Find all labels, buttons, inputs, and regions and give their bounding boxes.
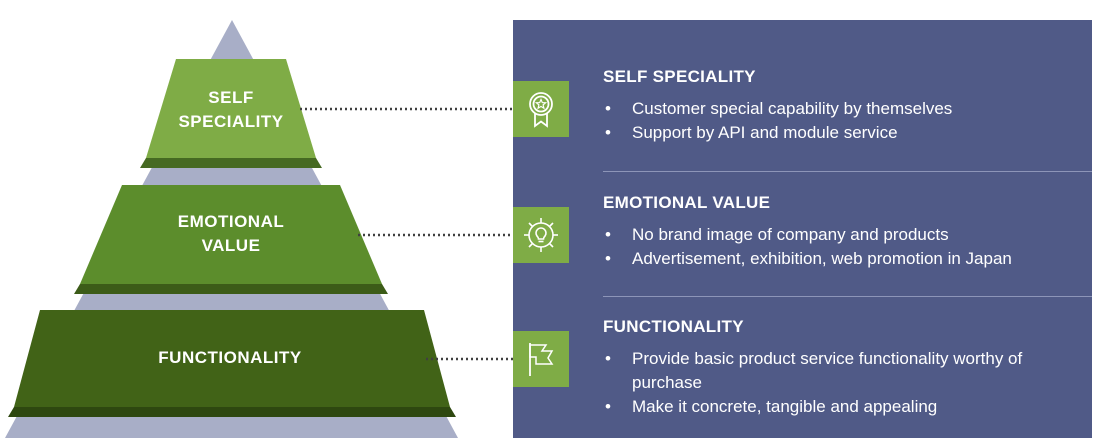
tier-bottom bbox=[14, 310, 450, 407]
section-2-icon-box bbox=[513, 207, 569, 263]
section-1-bullets: Customer special capability by themselve… bbox=[603, 97, 1076, 145]
tier-bottom-label: FUNCTIONALITY bbox=[158, 348, 302, 367]
tier-top bbox=[146, 59, 316, 158]
bullet-item: Provide basic product service functional… bbox=[603, 347, 1076, 395]
section-2-bullets: No brand image of company and products A… bbox=[603, 223, 1076, 271]
section-1-icon-box bbox=[513, 81, 569, 137]
tier-bottom-shadow bbox=[8, 407, 456, 417]
section-1-title: SELF SPECIALITY bbox=[603, 67, 756, 86]
bullet-item: Advertisement, exhibition, web promotion… bbox=[603, 247, 1076, 271]
section-divider bbox=[603, 171, 1092, 172]
section-3-title: FUNCTIONALITY bbox=[603, 317, 744, 336]
section-3-icon-box bbox=[513, 331, 569, 387]
section-2-title: EMOTIONAL VALUE bbox=[603, 193, 771, 212]
section-3: FUNCTIONALITY Provide basic product serv… bbox=[603, 317, 1076, 419]
section-1: SELF SPECIALITY Customer special capabil… bbox=[603, 67, 1076, 145]
bullet-item: No brand image of company and products bbox=[603, 223, 1076, 247]
bullet-item: Customer special capability by themselve… bbox=[603, 97, 1076, 121]
tier-middle-label: EMOTIONAL VALUE bbox=[177, 212, 285, 255]
tier-top-shadow bbox=[140, 158, 322, 168]
gear-lightbulb-icon bbox=[524, 218, 558, 252]
description-panel: SELF SPECIALITY Customer special capabil… bbox=[513, 20, 1092, 438]
tier-top-label: SELF SPECIALITY bbox=[178, 88, 284, 131]
tier-middle bbox=[80, 185, 382, 284]
section-divider bbox=[603, 296, 1092, 297]
bullet-item: Make it concrete, tangible and appealing bbox=[603, 395, 1076, 419]
tier-middle-shadow bbox=[74, 284, 388, 294]
section-3-bullets: Provide basic product service functional… bbox=[603, 347, 1076, 419]
flag-icon bbox=[529, 343, 554, 376]
bullet-item: Support by API and module service bbox=[603, 121, 1076, 145]
section-2: EMOTIONAL VALUE No brand image of compan… bbox=[603, 193, 1076, 271]
award-badge-icon bbox=[529, 92, 553, 128]
